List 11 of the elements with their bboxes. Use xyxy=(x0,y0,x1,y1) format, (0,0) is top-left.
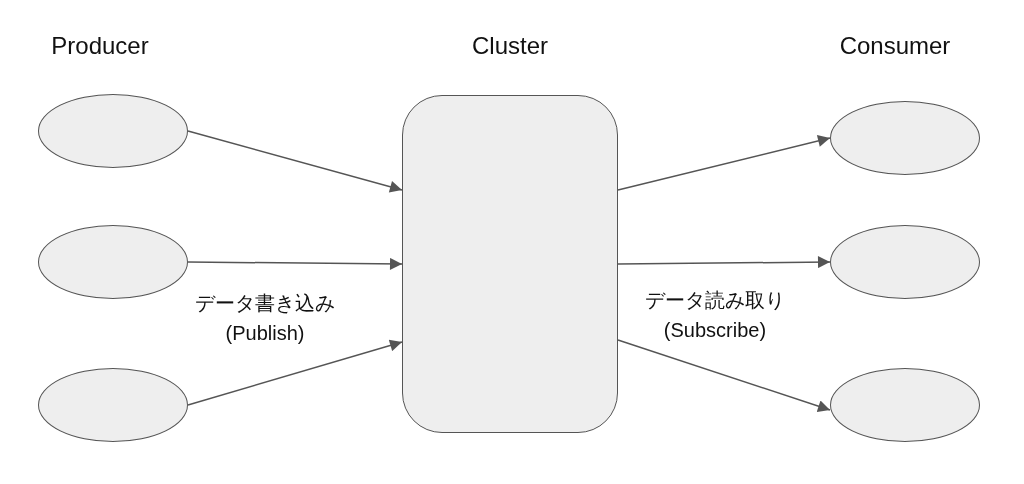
arrow xyxy=(617,135,831,191)
column-heading: Consumer xyxy=(839,32,951,60)
flow-label: データ読み取り (Subscribe) xyxy=(645,288,785,343)
arrow xyxy=(187,257,403,270)
arrow xyxy=(187,130,403,193)
arrow xyxy=(187,339,403,406)
column-heading: Producer xyxy=(51,32,149,60)
arrow xyxy=(617,256,831,269)
node-heading: Cluster xyxy=(472,32,548,60)
arrow xyxy=(617,339,831,412)
flow-label: データ書き込み (Publish) xyxy=(195,291,335,346)
